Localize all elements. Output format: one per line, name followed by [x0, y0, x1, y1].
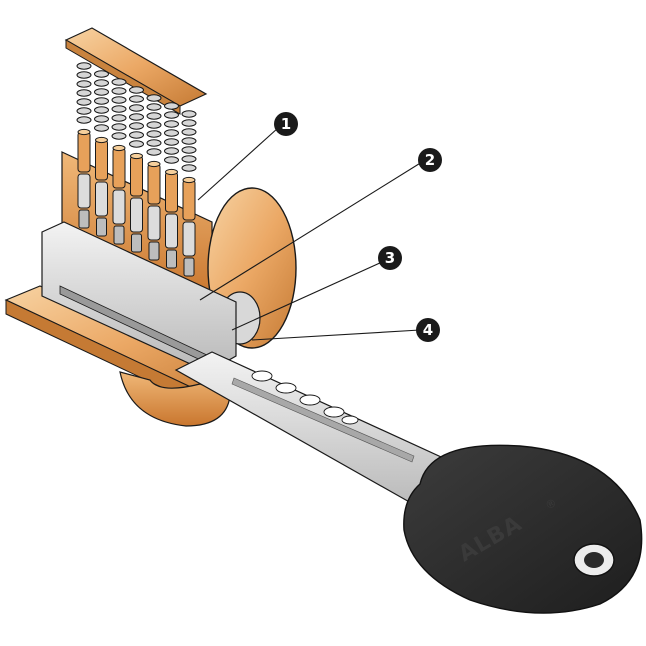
- pin-stack: [130, 152, 143, 253]
- spring: [164, 102, 179, 164]
- callout-3: 3: [378, 246, 402, 270]
- pin-stack: [95, 136, 108, 237]
- pin-stacks: [77, 128, 196, 277]
- callout-label: 4: [423, 321, 433, 339]
- spring: [146, 94, 162, 156]
- key-dimples: [251, 370, 359, 425]
- callout-1: 1: [274, 112, 298, 136]
- pin-stack: [147, 160, 161, 261]
- pin-stack: [112, 144, 126, 245]
- spring: [129, 86, 144, 148]
- callout-2: 2: [418, 148, 442, 172]
- pin-stack: [182, 176, 196, 277]
- key-head: ALBA ®: [403, 444, 643, 614]
- callout-label: 1: [281, 115, 291, 133]
- callout-4: 4: [416, 318, 440, 342]
- callout-label: 2: [425, 151, 435, 169]
- spring: [111, 78, 127, 140]
- spring: [76, 62, 92, 124]
- leader-lines: [197, 127, 423, 341]
- spring: [181, 110, 197, 172]
- spring: [94, 70, 109, 132]
- pin-stack: [77, 128, 91, 229]
- springs: [76, 62, 197, 172]
- key-blade: [174, 351, 453, 509]
- key-blade-groove: [231, 377, 415, 463]
- plug: [41, 221, 237, 373]
- callout-label: 3: [385, 249, 395, 267]
- pin-stack: [165, 168, 178, 269]
